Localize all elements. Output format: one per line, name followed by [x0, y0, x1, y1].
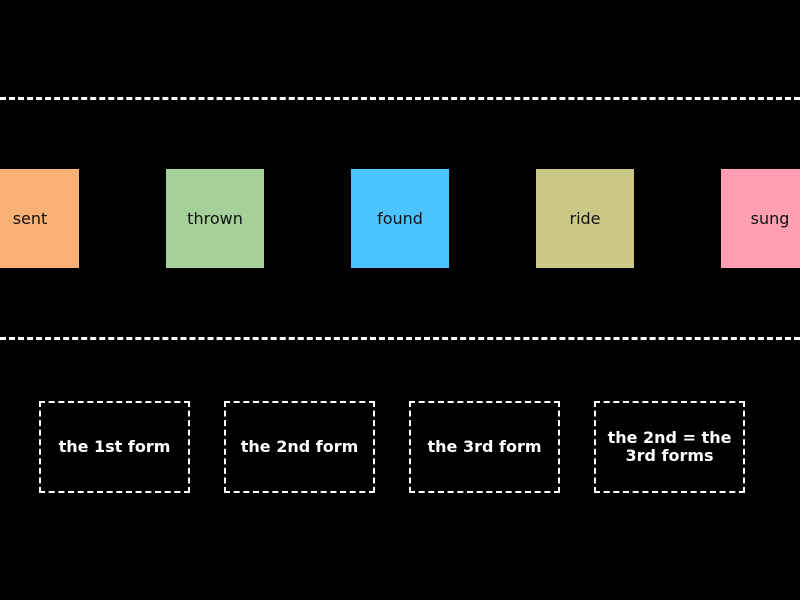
drop-target-3rd-form[interactable]: the 3rd form	[409, 401, 560, 493]
drop-target-label: the 2nd = the 3rd forms	[607, 428, 732, 465]
bottom-dashed-divider	[0, 337, 800, 340]
drop-target-label: the 1st form	[58, 437, 171, 456]
drop-target-label: the 3rd form	[427, 437, 542, 456]
drop-target-2nd-equals-3rd-forms[interactable]: the 2nd = the 3rd forms	[594, 401, 745, 493]
word-tile-found[interactable]: found	[351, 169, 449, 268]
word-tile-label: found	[377, 209, 423, 228]
word-tile-label: ride	[569, 209, 601, 228]
drop-target-label: the 2nd form	[240, 437, 359, 456]
word-tile-label: sung	[750, 209, 790, 228]
word-tile-ride[interactable]: ride	[536, 169, 634, 268]
word-tile-thrown[interactable]: thrown	[166, 169, 264, 268]
word-tile-sung[interactable]: sung	[721, 169, 800, 268]
top-dashed-divider	[0, 97, 800, 100]
word-tile-label: thrown	[187, 209, 243, 228]
drop-target-1st-form[interactable]: the 1st form	[39, 401, 190, 493]
word-tile-label: sent	[12, 209, 48, 228]
word-tile-sent[interactable]: sent	[0, 169, 79, 268]
drop-target-2nd-form[interactable]: the 2nd form	[224, 401, 375, 493]
